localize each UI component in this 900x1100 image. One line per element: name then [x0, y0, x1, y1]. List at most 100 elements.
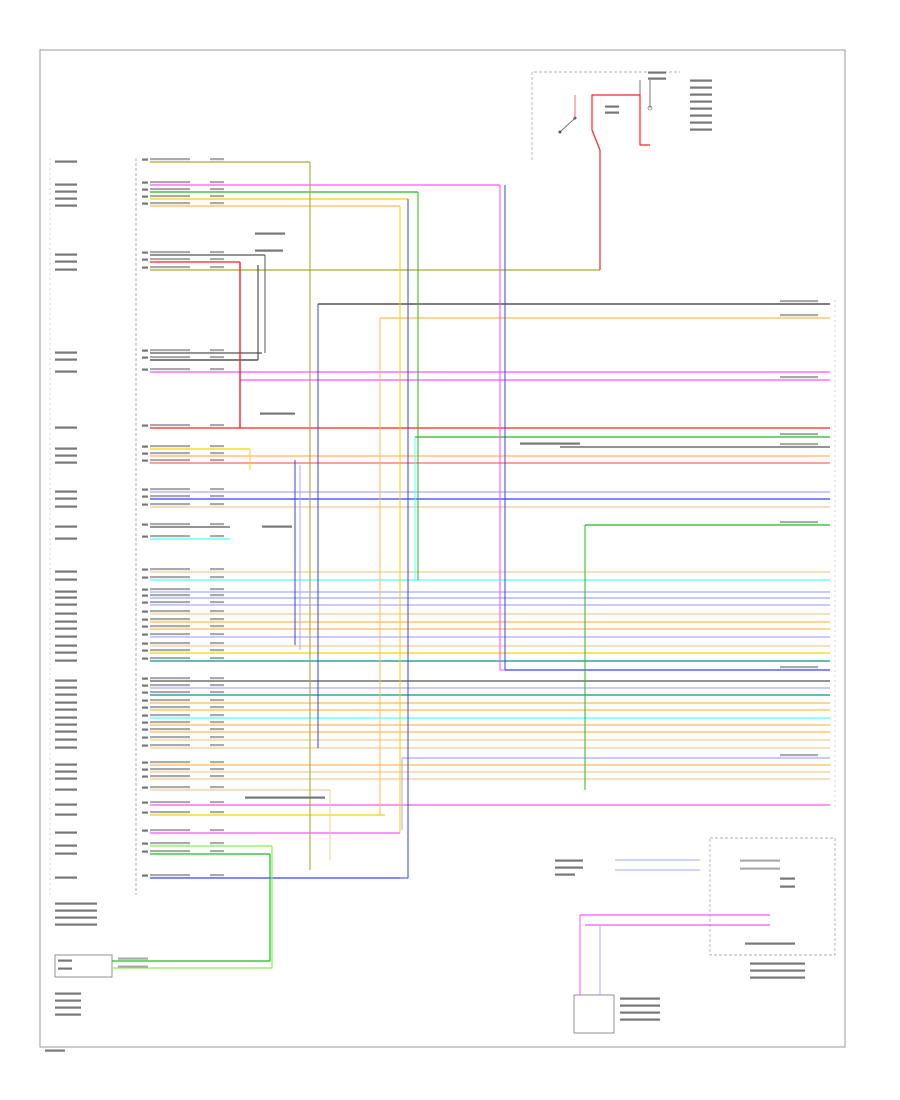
ignition-caption — [690, 107, 712, 110]
wire-circuit-number — [210, 258, 224, 261]
br-module-label — [555, 859, 583, 862]
sensor-right-caption — [620, 1004, 660, 1007]
wire-color-label — [150, 258, 190, 261]
wire-circuit-number — [210, 786, 224, 789]
pcm-pin-number — [142, 349, 148, 352]
pcm-circuit-label — [55, 490, 77, 493]
pcm-circuit-label — [55, 570, 77, 573]
wire-circuit-number — [210, 610, 224, 613]
wire-circuit-number — [210, 829, 224, 832]
pcm-pin-number — [142, 691, 148, 694]
pcm-circuit-label — [55, 708, 77, 711]
wire-color-label — [150, 445, 190, 448]
wire-circuit-number — [210, 424, 224, 427]
br-module-label — [555, 873, 575, 876]
wire-circuit-number — [210, 459, 224, 462]
pcm-pin-number — [142, 601, 148, 604]
ignition-caption — [690, 100, 712, 103]
wire-color-label — [150, 568, 190, 571]
pcm-circuit-label — [55, 426, 77, 429]
wire-circuit-number — [210, 181, 224, 184]
wire-color-label — [150, 535, 190, 538]
riser-orange — [379, 318, 385, 816]
pcm-pin-number — [142, 576, 148, 579]
pcm-circuit-label — [55, 596, 77, 599]
wire-color-label — [150, 488, 190, 491]
pcm-circuit-label — [55, 876, 77, 879]
br-pin — [780, 885, 795, 888]
sensor-label — [58, 967, 72, 970]
pcm-circuit-label — [55, 260, 77, 263]
pcm-circuit-label — [55, 370, 77, 373]
sensor-left-caption — [55, 1006, 81, 1009]
ignition-module-box — [531, 71, 680, 160]
br-wire-label — [740, 867, 780, 870]
wire-circuit-number — [210, 495, 224, 498]
pcm-pin-number — [142, 459, 148, 462]
pcm-pin-number — [142, 850, 148, 853]
wire-color-label — [150, 588, 190, 591]
sensor-wire-label — [118, 957, 148, 960]
pcm-pin-number — [142, 811, 148, 814]
pcm-pin-number — [142, 829, 148, 832]
pcm-pin-number — [142, 642, 148, 645]
wire-circuit-number — [210, 699, 224, 702]
junction-box — [709, 837, 836, 956]
pcm-circuit-label — [55, 644, 77, 647]
pcm-circuit-label — [55, 738, 77, 741]
wire-color-label — [150, 576, 190, 579]
pcm-pin-number — [142, 568, 148, 571]
wire-color-label — [150, 523, 190, 526]
pcm-circuit-label — [55, 190, 77, 193]
pcm-circuit-label — [55, 693, 77, 696]
pcm-pin-number — [142, 158, 148, 161]
wire-color-label — [150, 594, 190, 597]
pcm-pin-number — [142, 594, 148, 597]
pcm-circuit-label — [55, 716, 77, 719]
pcm-circuit-label — [55, 525, 77, 528]
pcm-circuit-label — [55, 852, 77, 855]
wire-group — [112, 80, 830, 995]
pcm-pin-number — [142, 452, 148, 455]
wire-color-label — [150, 181, 190, 184]
right-wire-label — [780, 754, 818, 757]
pcm-circuit-label — [55, 253, 77, 256]
pcm-circuit-label — [55, 803, 77, 806]
splice-note — [262, 525, 292, 528]
splice-note — [255, 232, 285, 235]
pcm-circuit-label — [55, 268, 77, 271]
wire-circuit-number — [210, 202, 224, 205]
wire-circuit-number — [210, 850, 224, 853]
label-group — [45, 71, 818, 1052]
splice-note — [260, 412, 295, 415]
wire-color-label — [150, 761, 190, 764]
sensor-wire-label — [118, 965, 148, 968]
fuse-label — [648, 71, 666, 74]
pcm-circuit-label — [55, 537, 77, 540]
pcm-pin-number — [142, 445, 148, 448]
wire-color-label — [150, 699, 190, 702]
pcm-pin-number — [142, 801, 148, 804]
sensor-right-caption — [620, 997, 660, 1000]
pcm-pin-number — [142, 714, 148, 717]
wire-color-label — [150, 736, 190, 739]
br-wire-label — [740, 859, 780, 862]
pcm-circuit-label — [55, 730, 77, 733]
pcm-circuit-label — [55, 770, 77, 773]
wire-color-label — [150, 503, 190, 506]
wire-color-label — [150, 349, 190, 352]
wire-circuit-number — [210, 266, 224, 269]
ign-label — [605, 111, 619, 114]
wire-circuit-number — [210, 775, 224, 778]
pcm-circuit-label — [55, 505, 77, 508]
wire-circuit-number — [210, 356, 224, 359]
wire-circuit-number — [210, 588, 224, 591]
wire-circuit-number — [210, 625, 224, 628]
pcm-module-caption — [55, 902, 97, 905]
junction-box-caption — [750, 962, 805, 965]
pcm-circuit-label — [55, 686, 77, 689]
right-wire-label — [780, 433, 818, 436]
wire-circuit-number — [210, 251, 224, 254]
riser-blue-2 — [400, 199, 409, 879]
